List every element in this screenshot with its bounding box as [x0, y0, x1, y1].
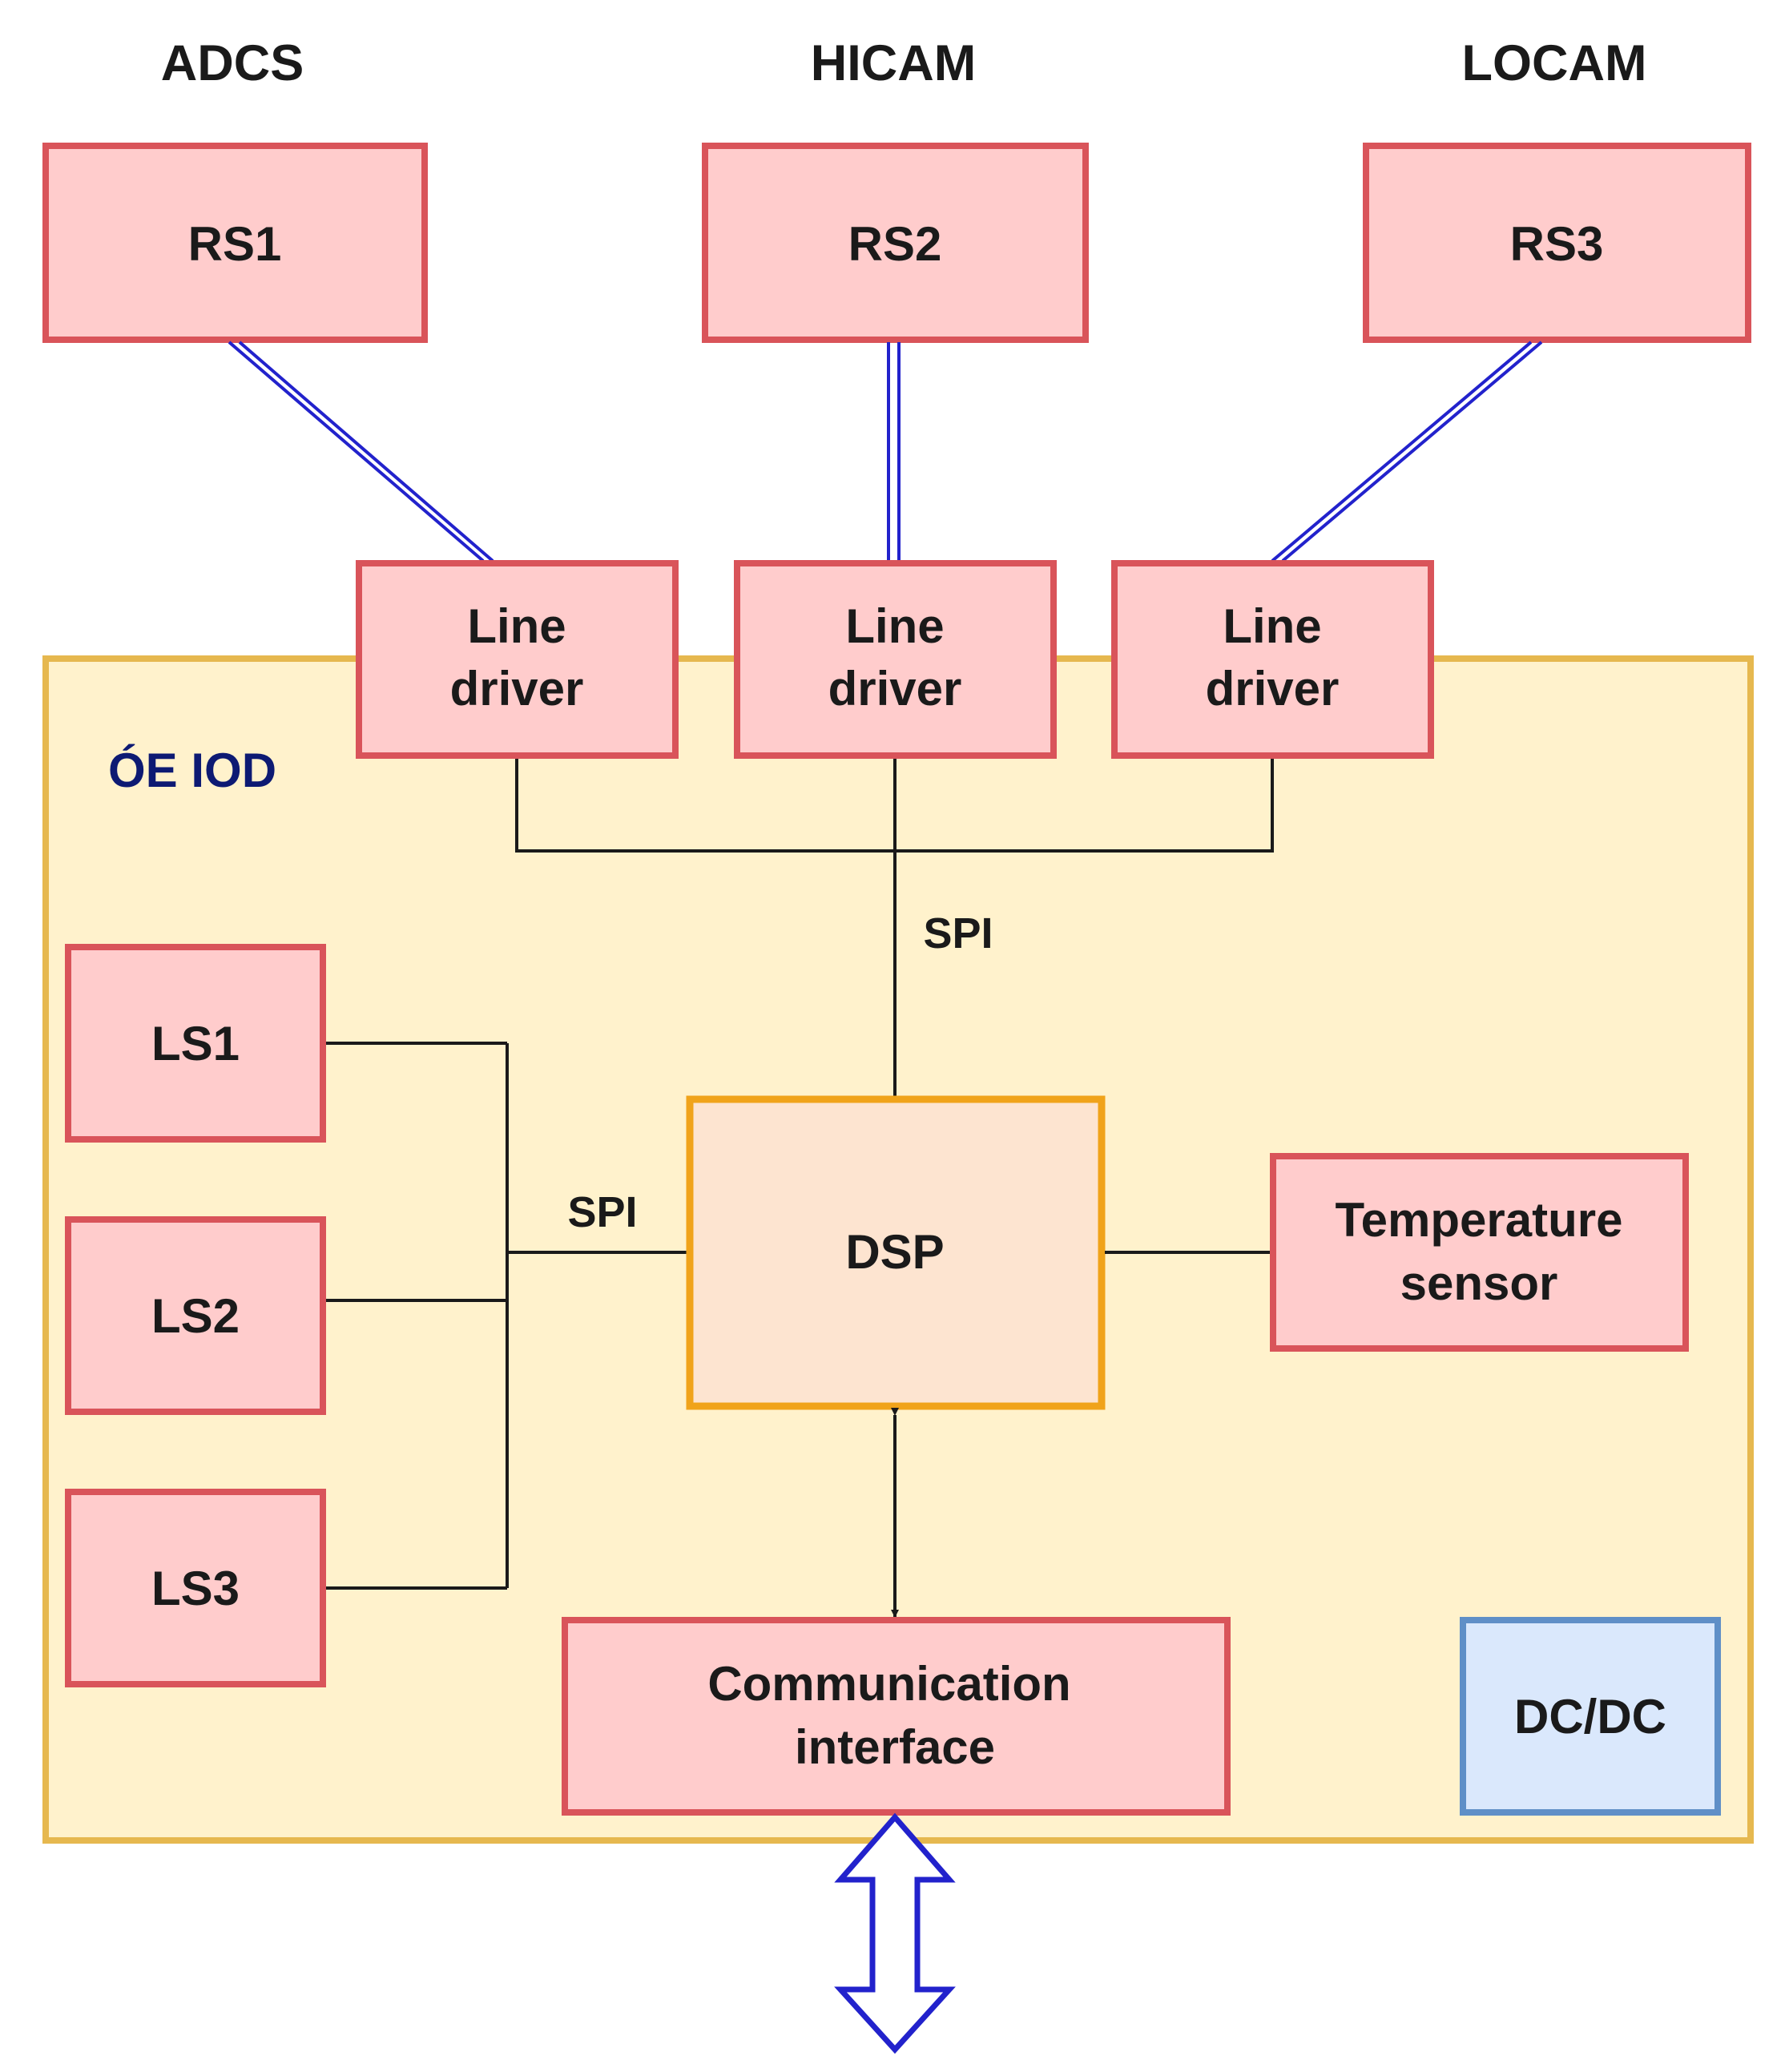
dcdc-block: DC/DC	[1460, 1617, 1721, 1816]
rs3-label: RS3	[1510, 217, 1604, 271]
external-bus-arrow	[834, 1812, 956, 2054]
line-driver-3-line1: Line	[1223, 599, 1321, 653]
line-driver-3-line2: driver	[1206, 662, 1340, 716]
spi-bus-left	[326, 1042, 687, 1590]
line-driver-2-line2: driver	[828, 662, 962, 716]
spi-label-top: SPI	[923, 909, 993, 957]
subsystem-label-hicam: HICAM	[811, 35, 976, 91]
subsystem-label-locam: LOCAM	[1462, 35, 1647, 91]
dcdc-label: DC/DC	[1514, 1690, 1666, 1743]
line-driver-1-line1: Line	[467, 599, 566, 653]
spi-label-left: SPI	[567, 1188, 637, 1236]
line-driver-1: Line driver	[356, 560, 679, 759]
line-driver-2-line1: Line	[845, 599, 944, 653]
dsp-label: DSP	[845, 1225, 944, 1279]
temperature-sensor-line1: Temperature	[1335, 1193, 1622, 1247]
line-driver-2: Line driver	[734, 560, 1057, 759]
communication-interface-line2: interface	[795, 1720, 995, 1774]
rs1-link	[228, 341, 494, 562]
ls1-label: LS1	[151, 1017, 240, 1070]
ls1-block: LS1	[65, 944, 326, 1143]
rs1-block: RS1	[42, 143, 428, 343]
ls3-label: LS3	[151, 1562, 240, 1615]
rs2-block: RS2	[702, 143, 1089, 343]
ls2-label: LS2	[151, 1289, 240, 1343]
dsp-block: DSP	[686, 1095, 1106, 1410]
line-driver-1-line2: driver	[450, 662, 584, 716]
subsystem-label-adcs: ADCS	[161, 35, 304, 91]
rs2-link	[887, 342, 901, 561]
module-label: ÓE IOD	[108, 744, 276, 797]
temperature-sensor-line2: sensor	[1400, 1256, 1558, 1310]
rs2-label: RS2	[848, 217, 942, 271]
rs1-label: RS1	[188, 217, 282, 271]
rs3-block: RS3	[1363, 143, 1751, 343]
rs3-link	[1271, 341, 1543, 562]
temperature-sensor-block: Temperature sensor	[1270, 1153, 1689, 1352]
ls2-block: LS2	[65, 1216, 326, 1415]
ls3-block: LS3	[65, 1489, 326, 1687]
communication-interface-block: Communication interface	[562, 1617, 1231, 1816]
communication-interface-line1: Communication	[707, 1657, 1070, 1711]
spi-bus-top	[515, 759, 1274, 1099]
line-driver-3: Line driver	[1111, 560, 1434, 759]
